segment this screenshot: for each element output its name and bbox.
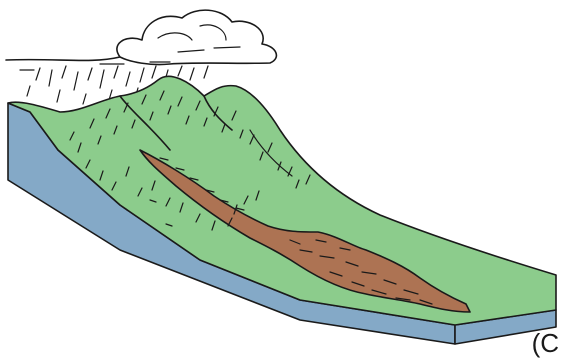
debris-flow-diagram xyxy=(0,0,563,350)
cloud-icon xyxy=(6,10,276,64)
corner-label: (C xyxy=(532,330,559,356)
